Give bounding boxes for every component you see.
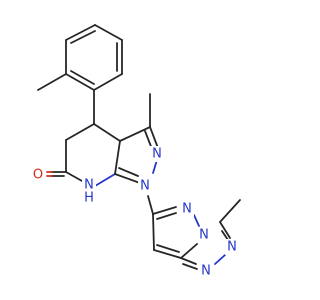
atom-n-pyridazine-2: N (199, 228, 209, 243)
molecule-structure-canvas: N N N H O N N N N (30, 24, 241, 279)
atom-o-carbonyl: O (33, 168, 43, 183)
atom-n-triazole-upper: N (227, 240, 237, 255)
pyridazine-ring (152, 206, 200, 259)
triazole-ring (180, 199, 241, 270)
pyrazole-ring (114, 93, 159, 184)
atom-n-triazole-lower: N (201, 264, 211, 279)
molecule-svg: N N N H O N N N N (30, 24, 241, 279)
atom-nh-lactam: N (84, 178, 94, 193)
atom-n-pyridazine-1: N (182, 202, 192, 217)
n-aryl-bond (147, 195, 154, 215)
tolyl-ring (37, 24, 123, 125)
atom-labels: N N N H O N N N N (30, 146, 239, 279)
atom-h-lactam: H (84, 191, 94, 206)
atom-n-pyrazole-upper: N (152, 147, 162, 162)
pyridinone-ring (46, 123, 121, 187)
atom-n-pyrazole-lower: N (140, 179, 150, 194)
